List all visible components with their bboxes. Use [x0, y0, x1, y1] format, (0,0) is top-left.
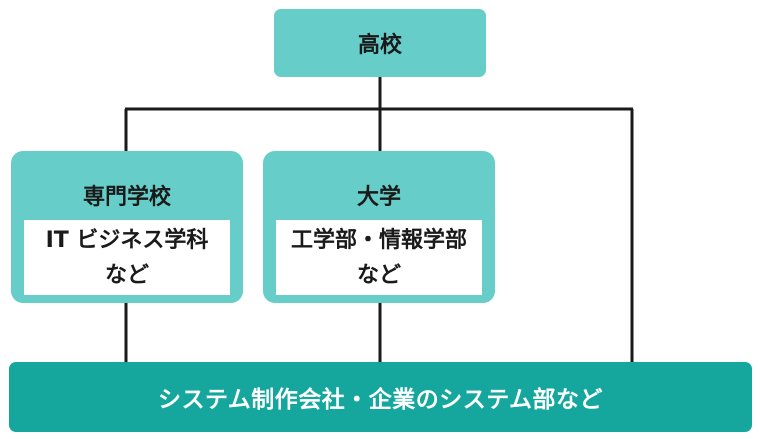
university-box: 大学 工学部・情報学部 など	[263, 151, 495, 303]
high-school-label: 高校	[357, 33, 402, 58]
university-detail-line2: など	[356, 262, 401, 288]
vocational-detail-line1: IT ビジネス学科	[45, 227, 209, 253]
vocational-detail-line2: など	[104, 262, 149, 288]
company-box: システム制作会社・企業のシステム部など	[9, 362, 752, 432]
vocational-school-title: 専門学校	[82, 185, 171, 210]
university-title: 大学	[356, 185, 401, 210]
vocational-school-box: 専門学校 IT ビジネス学科 など	[11, 151, 243, 303]
university-detail: 工学部・情報学部 など	[276, 220, 482, 295]
university-detail-line1: 工学部・情報学部	[290, 227, 467, 253]
high-school-box: 高校	[274, 9, 486, 77]
vocational-school-detail: IT ビジネス学科 など	[24, 220, 230, 295]
company-label: システム制作会社・企業のシステム部など	[157, 387, 604, 413]
